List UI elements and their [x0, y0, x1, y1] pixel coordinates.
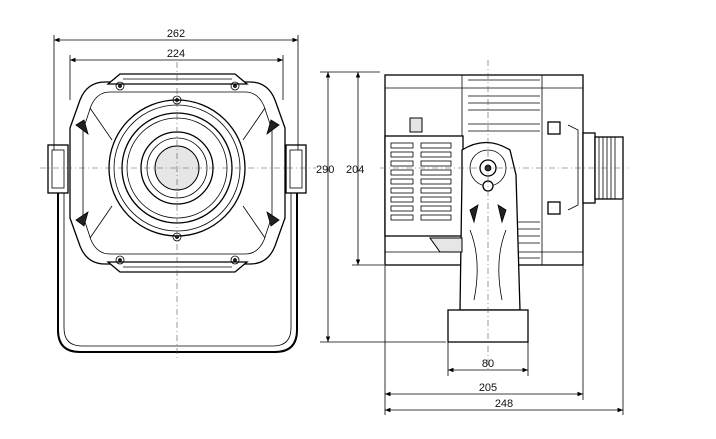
- dim-height-total: 290: [316, 164, 334, 176]
- side-view: [380, 60, 628, 370]
- front-view: [40, 62, 316, 358]
- front-dimensions: 262 224: [53, 28, 299, 150]
- dim-front-width-inner: 224: [167, 48, 185, 60]
- dim-base-width: 80: [482, 358, 494, 370]
- dim-side-depth-total: 248: [495, 398, 513, 410]
- side-dimensions: 290 204 80 205 248: [316, 71, 624, 415]
- top-fins: [468, 79, 540, 132]
- right-pivot: [285, 144, 307, 194]
- vent-block: [384, 135, 464, 237]
- vent-slots: [390, 142, 452, 221]
- dim-side-depth-body: 205: [479, 382, 497, 394]
- left-pivot: [47, 144, 69, 194]
- dim-front-width-total: 262: [167, 28, 185, 40]
- dim-height-body: 204: [346, 164, 364, 176]
- front-yoke: [57, 165, 298, 353]
- corner-screws: [115, 81, 240, 265]
